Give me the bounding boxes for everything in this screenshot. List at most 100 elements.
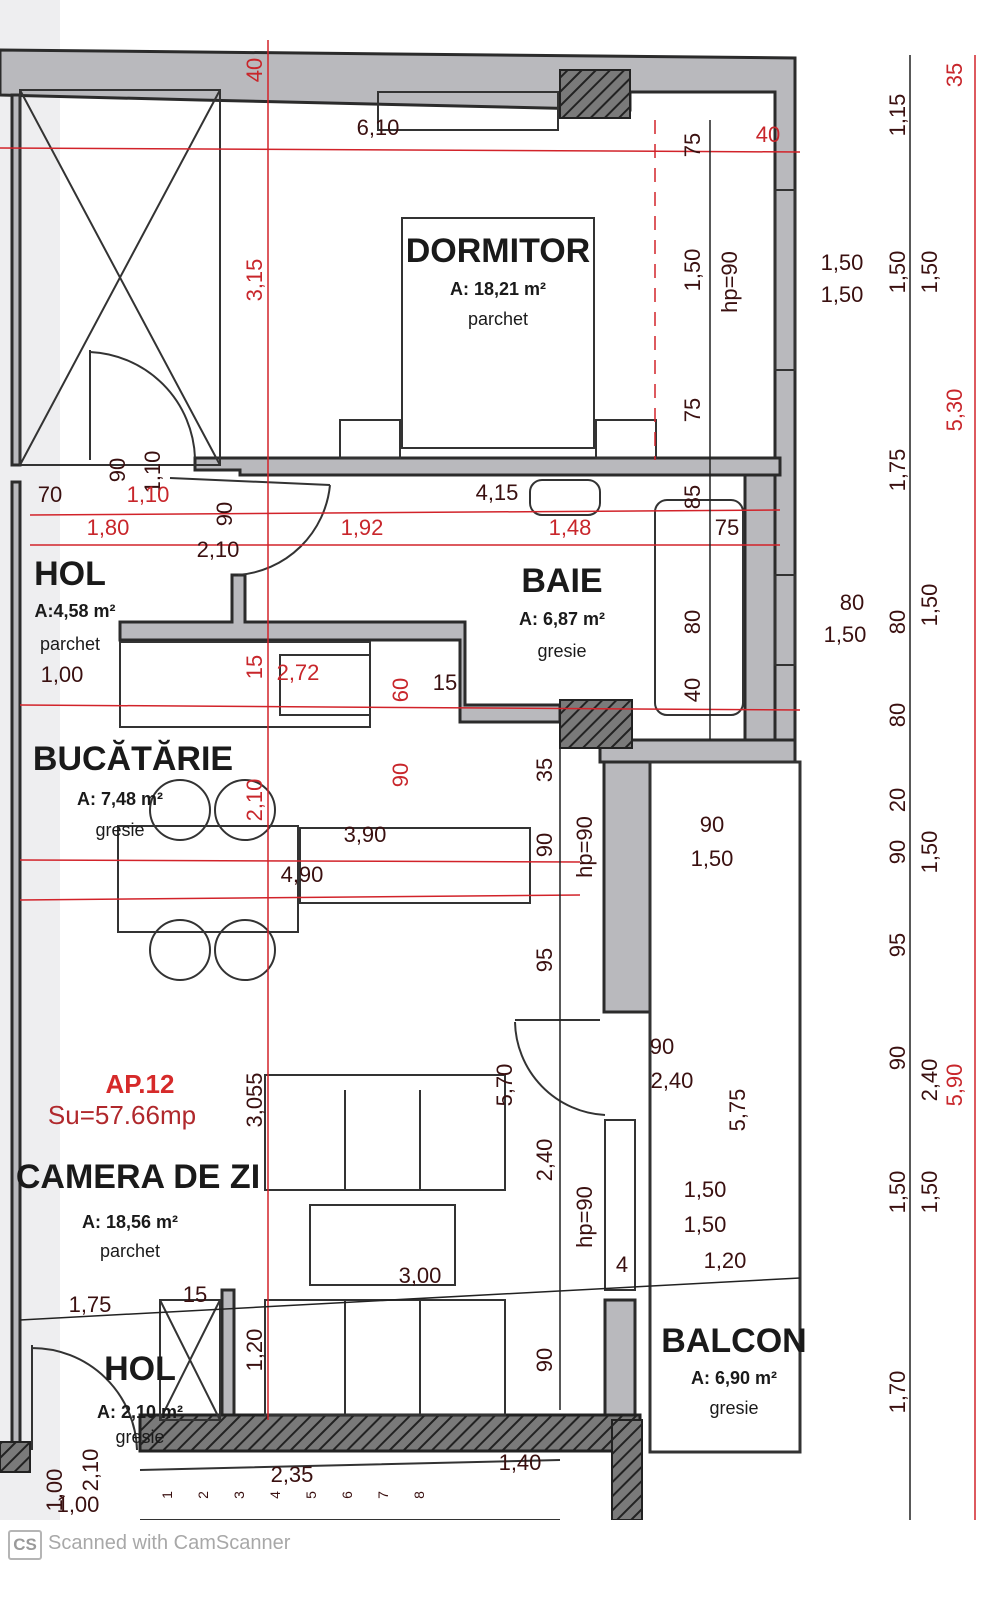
wall-baie-right [743,473,777,742]
wardrobe-cross [19,89,221,466]
room-area: A: 18,56 m² [82,1212,178,1232]
window-top [377,91,559,131]
dimension-line [29,509,781,516]
dimension-label: 40 [242,58,267,82]
side-dimension-label: 80 [885,703,910,727]
wall-stair-right [611,1419,643,1521]
dimension-label: 40 [756,122,780,147]
dimension-label: 2,10 [78,1449,103,1492]
dimension-label: 1,10 [127,482,170,507]
side-dimension-label: 1,50 [917,584,942,627]
dimension-label: 1,50 [821,282,864,307]
dimension-label: 2,35 [271,1462,314,1487]
dimension-label: 90 [532,833,557,857]
room-name: DORMITOR [406,232,590,270]
dimension-label: 85 [680,485,705,509]
chair [149,919,211,981]
side-dimension-label: 90 [885,1046,910,1070]
room-floor: parchet [100,1241,160,1261]
dimension-label: 1,50 [824,622,867,647]
furniture [19,89,796,1521]
window-dormitor [774,189,796,371]
dimension-label: 1,50 [684,1212,727,1237]
dimension-label: 1,40 [499,1450,542,1475]
dimension-label: 40 [680,678,705,702]
dimension-label: 95 [532,948,557,972]
dimension-label: 3,00 [399,1263,442,1288]
dimension-label: 1,20 [704,1248,747,1273]
chimney-top [559,69,631,119]
side-dimension-label: 1,15 [885,94,910,137]
sink [529,479,601,516]
stair-step-number: 6 [339,1491,355,1499]
side-dimension-label: 1,75 [885,449,910,492]
room-floor: parchet [468,309,528,329]
apartment-label: AP.12 Su=57.66mp [48,1069,196,1130]
side-dimension-label: 5,30 [942,389,967,432]
room-name: BAIE [521,562,602,600]
walls [0,48,797,1452]
closet-hol [159,1299,221,1421]
side-dimension-label: 2,40 [917,1059,942,1102]
wall-balcony-left-upper [602,760,652,1014]
nightstand-right [595,419,657,459]
dimension-label: hp=90 [717,251,742,313]
dimension-label: 15 [433,670,457,695]
dimension-label: 90 [650,1034,674,1059]
dimension-label: 1,00 [57,1492,100,1517]
dimension-line [19,859,581,863]
dimension-label: 1,50 [691,846,734,871]
dimension-label: 1,80 [87,515,130,540]
dimension-label: 2,10 [242,779,267,822]
side-dimension-label: 20 [885,788,910,812]
wall-bottom-hatched [138,1413,642,1453]
dining-table [117,825,299,933]
room-name: HOL [104,1350,176,1388]
room-floor: parchet [40,634,100,654]
dimension-label: 70 [38,482,62,507]
door-balcony [514,1019,606,1116]
dimension-label: 90 [532,1348,557,1372]
dimension-label: 2,40 [532,1139,557,1182]
door-baie [169,477,331,576]
room-floor: gresie [537,641,586,661]
side-dimension-label: 35 [942,63,967,87]
dimension-label: 60 [388,678,413,702]
wall-hol-baie [118,573,562,724]
wall-dormitor-baie [193,456,782,477]
bathtub [654,499,744,716]
wardrobe [19,89,221,466]
side-dimension-label: 5,90 [942,1064,967,1107]
dimension-label: 2,72 [277,660,320,685]
dimension-label: 1,00 [41,662,84,687]
stair-step-number: 8 [411,1491,427,1499]
side-dimension-label: 1,70 [885,1371,910,1414]
room-area: A:4,58 m² [34,601,115,621]
side-dimension-label: 90 [885,840,910,864]
room-area: A: 18,21 m² [450,279,546,299]
dimension-lines [0,40,976,1520]
dimension-label: 75 [715,515,739,540]
dimension-label: 90 [388,763,413,787]
stair-step-number: 5 [303,1491,319,1499]
room-hol-2: HOL A: 2,10 m² gresie [97,1350,183,1447]
dimension-label: 15 [183,1282,207,1307]
balcony-outline [648,760,802,1454]
apartment-usable-area: Su=57.66mp [48,1100,196,1130]
room-dormitor: DORMITOR A: 18,21 m² parchet [406,232,590,329]
dimension-label: 75 [680,133,705,157]
room-name: CAMERA DE ZI [16,1158,260,1196]
dimension-line [0,147,801,153]
dimension-label: 15 [242,655,267,679]
exterior-wall-top [0,48,797,742]
bed [401,217,595,449]
room-floor: gresie [115,1427,164,1447]
side-dimension-label: 95 [885,933,910,957]
stair-step-number: 4 [267,1491,283,1499]
dimension-label: 80 [680,610,705,634]
room-area: A: 2,10 m² [97,1402,183,1422]
stair-step-number: 1 [159,1491,175,1499]
